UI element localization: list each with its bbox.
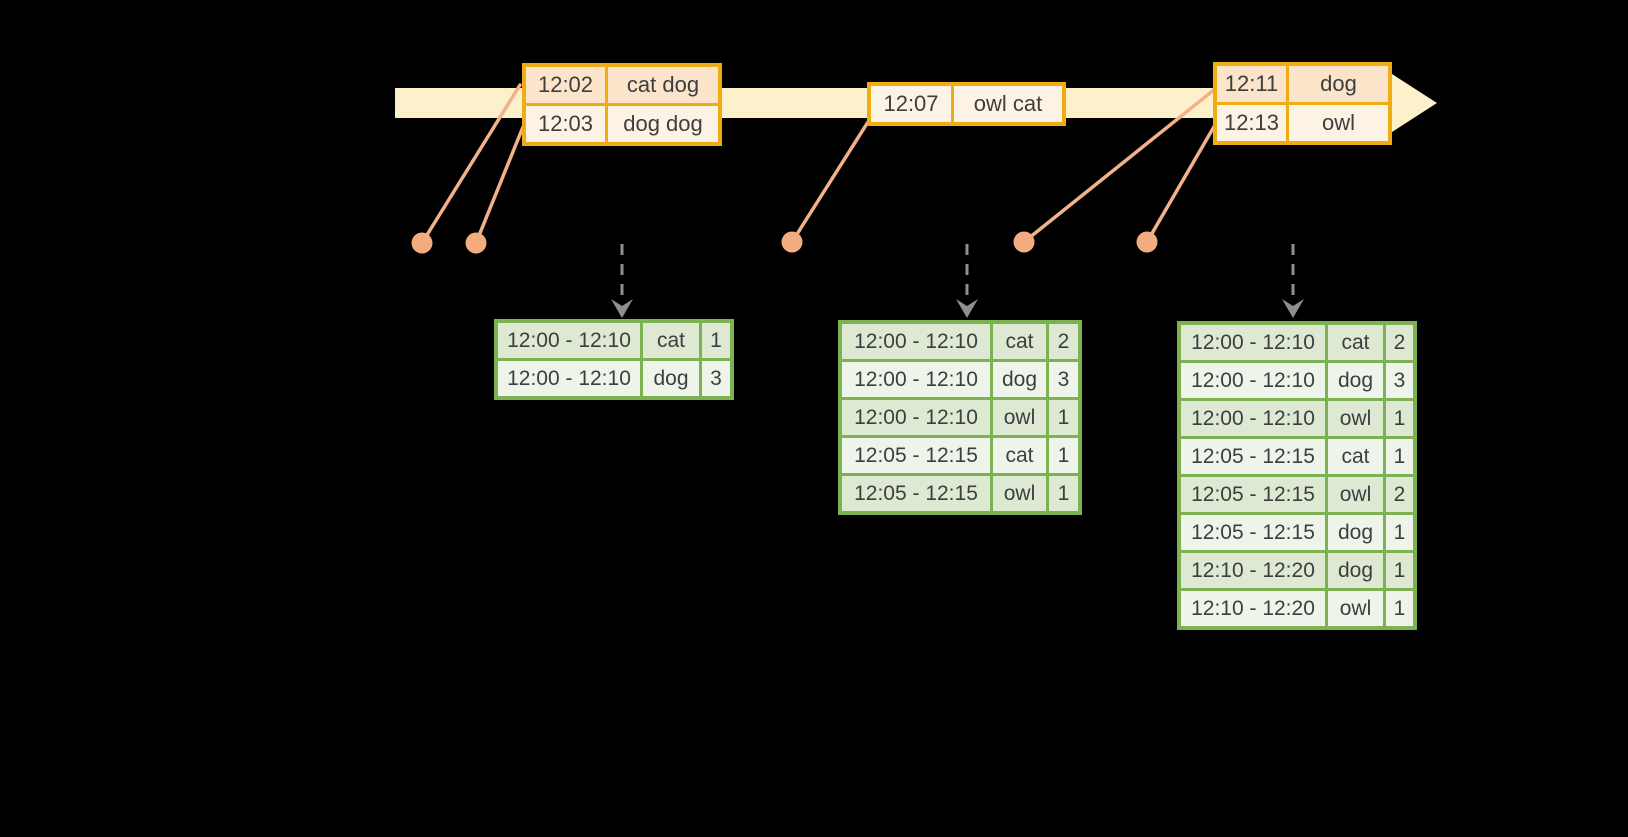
result-table-3-count-cell: 1 xyxy=(1386,515,1413,550)
result-table-3-window-cell: 12:10 - 12:20 xyxy=(1181,553,1325,588)
result-table-3-window-cell: 12:00 - 12:10 xyxy=(1181,401,1325,436)
connector-line xyxy=(790,120,870,244)
trigger-arrow-icon xyxy=(611,244,633,318)
result-table-3-count-cell: 1 xyxy=(1386,591,1413,626)
result-table-3-word-cell: dog xyxy=(1328,553,1383,588)
event-table-2-time-cell: 12:07 xyxy=(871,86,951,122)
result-table-3-count-cell: 3 xyxy=(1386,363,1413,398)
result-table-3-count-cell: 1 xyxy=(1386,401,1413,436)
event-table-3-words-cell: dog xyxy=(1289,66,1388,102)
result-table-1-count-cell: 1 xyxy=(702,323,730,358)
result-table-3-count-cell: 2 xyxy=(1386,477,1413,512)
result-table-2-window-cell: 12:00 - 12:10 xyxy=(842,400,990,435)
result-table-3-window-cell: 12:05 - 12:15 xyxy=(1181,439,1325,474)
result-table-2-count-cell: 1 xyxy=(1049,438,1078,473)
event-dot-icon xyxy=(411,232,433,254)
result-table-2-count-cell: 1 xyxy=(1049,476,1078,511)
result-table-3-window-cell: 12:00 - 12:10 xyxy=(1181,363,1325,398)
result-table-2-count-cell: 3 xyxy=(1049,362,1078,397)
result-table-3-word-cell: owl xyxy=(1328,401,1383,436)
result-table-2-word-cell: owl xyxy=(993,476,1046,511)
result-table-3-count-cell: 2 xyxy=(1386,325,1413,360)
result-table-2-count-cell: 1 xyxy=(1049,400,1078,435)
result-table-3-window-cell: 12:05 - 12:15 xyxy=(1181,515,1325,550)
event-dot-icon xyxy=(1136,231,1158,253)
result-table-3-word-cell: dog xyxy=(1328,515,1383,550)
event-table-1-words-cell: dog dog xyxy=(608,106,718,142)
result-table-1-count-cell: 3 xyxy=(702,361,730,396)
result-table-3-window-cell: 12:05 - 12:15 xyxy=(1181,477,1325,512)
result-table-3-word-cell: dog xyxy=(1328,363,1383,398)
event-table-1-time-cell: 12:02 xyxy=(526,67,605,103)
event-table-1-time-cell: 12:03 xyxy=(526,106,605,142)
connector-line xyxy=(420,83,522,245)
event-dot-icon xyxy=(781,231,803,253)
result-table-2-word-cell: cat xyxy=(993,438,1046,473)
event-table-3-time-cell: 12:13 xyxy=(1217,105,1286,141)
result-table-1-word-cell: cat xyxy=(643,323,699,358)
result-table-2-window-cell: 12:00 - 12:10 xyxy=(842,362,990,397)
trigger-arrow-icon xyxy=(956,244,978,318)
result-table-3-word-cell: cat xyxy=(1328,439,1383,474)
connector-line xyxy=(474,125,525,245)
result-table-3-window-cell: 12:00 - 12:10 xyxy=(1181,325,1325,360)
result-table-2-window-cell: 12:05 - 12:15 xyxy=(842,438,990,473)
result-table-1-word-cell: dog xyxy=(643,361,699,396)
event-table-3-time-cell: 12:11 xyxy=(1217,66,1286,102)
event-table-3-words-cell: owl xyxy=(1289,105,1388,141)
event-table-1-words-cell: cat dog xyxy=(608,67,718,103)
result-table-3-word-cell: owl xyxy=(1328,591,1383,626)
result-table-3-word-cell: cat xyxy=(1328,325,1383,360)
result-table-3-count-cell: 1 xyxy=(1386,439,1413,474)
event-dot-icon xyxy=(1013,231,1035,253)
event-table-2-words-cell: owl cat xyxy=(954,86,1062,122)
result-table-3-window-cell: 12:10 - 12:20 xyxy=(1181,591,1325,626)
connector-line xyxy=(1145,123,1217,244)
result-table-2-word-cell: dog xyxy=(993,362,1046,397)
result-table-1-window-cell: 12:00 - 12:10 xyxy=(498,323,640,358)
result-table-2-word-cell: owl xyxy=(993,400,1046,435)
result-table-1-window-cell: 12:00 - 12:10 xyxy=(498,361,640,396)
event-dot-icon xyxy=(465,232,487,254)
result-table-2-window-cell: 12:00 - 12:10 xyxy=(842,324,990,359)
result-table-3-word-cell: owl xyxy=(1328,477,1383,512)
trigger-arrow-icon xyxy=(1282,244,1304,318)
connector-line xyxy=(1022,87,1217,244)
result-table-2-word-cell: cat xyxy=(993,324,1046,359)
result-table-2-window-cell: 12:05 - 12:15 xyxy=(842,476,990,511)
result-table-2-count-cell: 2 xyxy=(1049,324,1078,359)
result-table-3-count-cell: 1 xyxy=(1386,553,1413,588)
